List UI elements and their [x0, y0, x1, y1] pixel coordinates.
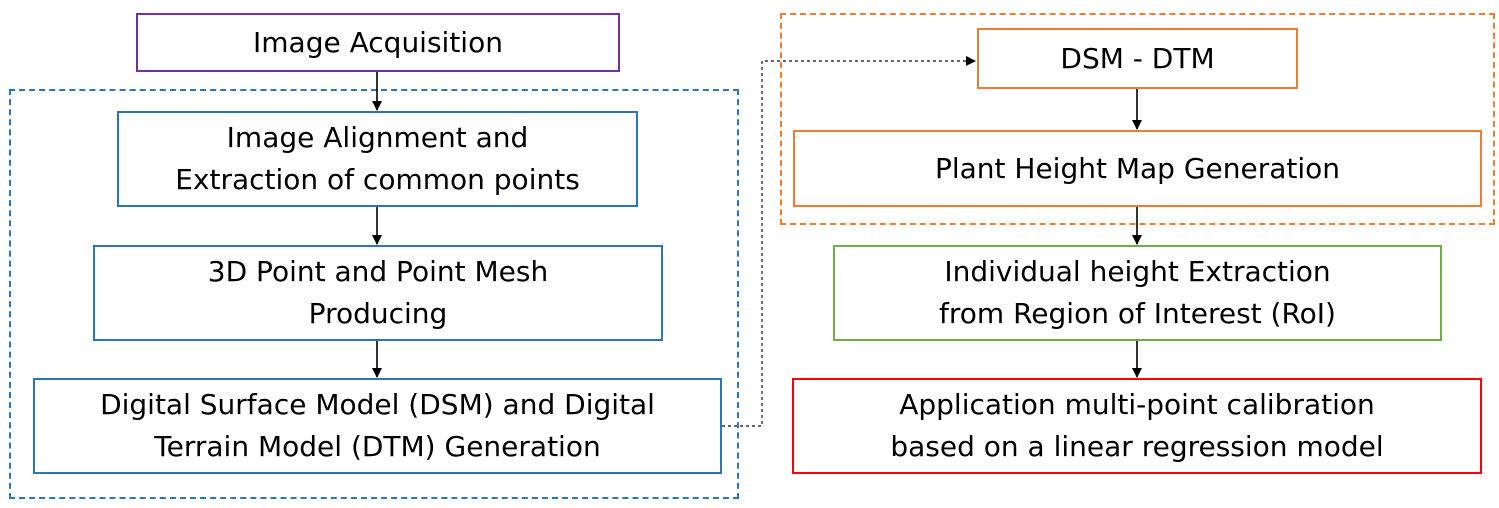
- dsm-dtm-generation-node: Digital Surface Model (DSM) and Digital …: [33, 378, 722, 474]
- node-text-line: Image Alignment and: [226, 121, 529, 154]
- node-text-line: Digital Surface Model (DSM) and Digital: [100, 388, 655, 421]
- node-text-line: Terrain Model (DTM) Generation: [154, 430, 601, 463]
- calibration-node: Application multi-point calibration base…: [792, 378, 1482, 474]
- image-acquisition-node: Image Acquisition: [136, 13, 620, 72]
- plant-height-map-node: Plant Height Map Generation: [793, 130, 1482, 207]
- image-alignment-node: Image Alignment and Extraction of common…: [117, 111, 638, 207]
- node-text-line: Image Acquisition: [253, 25, 503, 59]
- node-text-line: Plant Height Map Generation: [934, 151, 1341, 185]
- individual-height-extraction-node: Individual height Extraction from Region…: [833, 245, 1442, 341]
- point-mesh-node: 3D Point and Point Mesh Producing: [93, 245, 663, 341]
- connector-dsmdtm-to-diff: [722, 56, 976, 427]
- node-text-line: Producing: [308, 297, 448, 330]
- node-text-line: Individual height Extraction: [944, 255, 1331, 288]
- node-text-line: Extraction of common points: [175, 163, 580, 196]
- node-text-line: Application multi-point calibration: [899, 388, 1375, 421]
- node-text-line: from Region of Interest (RoI): [939, 297, 1336, 330]
- photogrammetry-group: [9, 89, 739, 499]
- dsm-minus-dtm-node: DSM - DTM: [977, 28, 1298, 89]
- node-text-line: based on a linear regression model: [890, 430, 1384, 463]
- node-text-line: DSM - DTM: [1060, 41, 1215, 75]
- node-text-line: 3D Point and Point Mesh: [207, 255, 549, 288]
